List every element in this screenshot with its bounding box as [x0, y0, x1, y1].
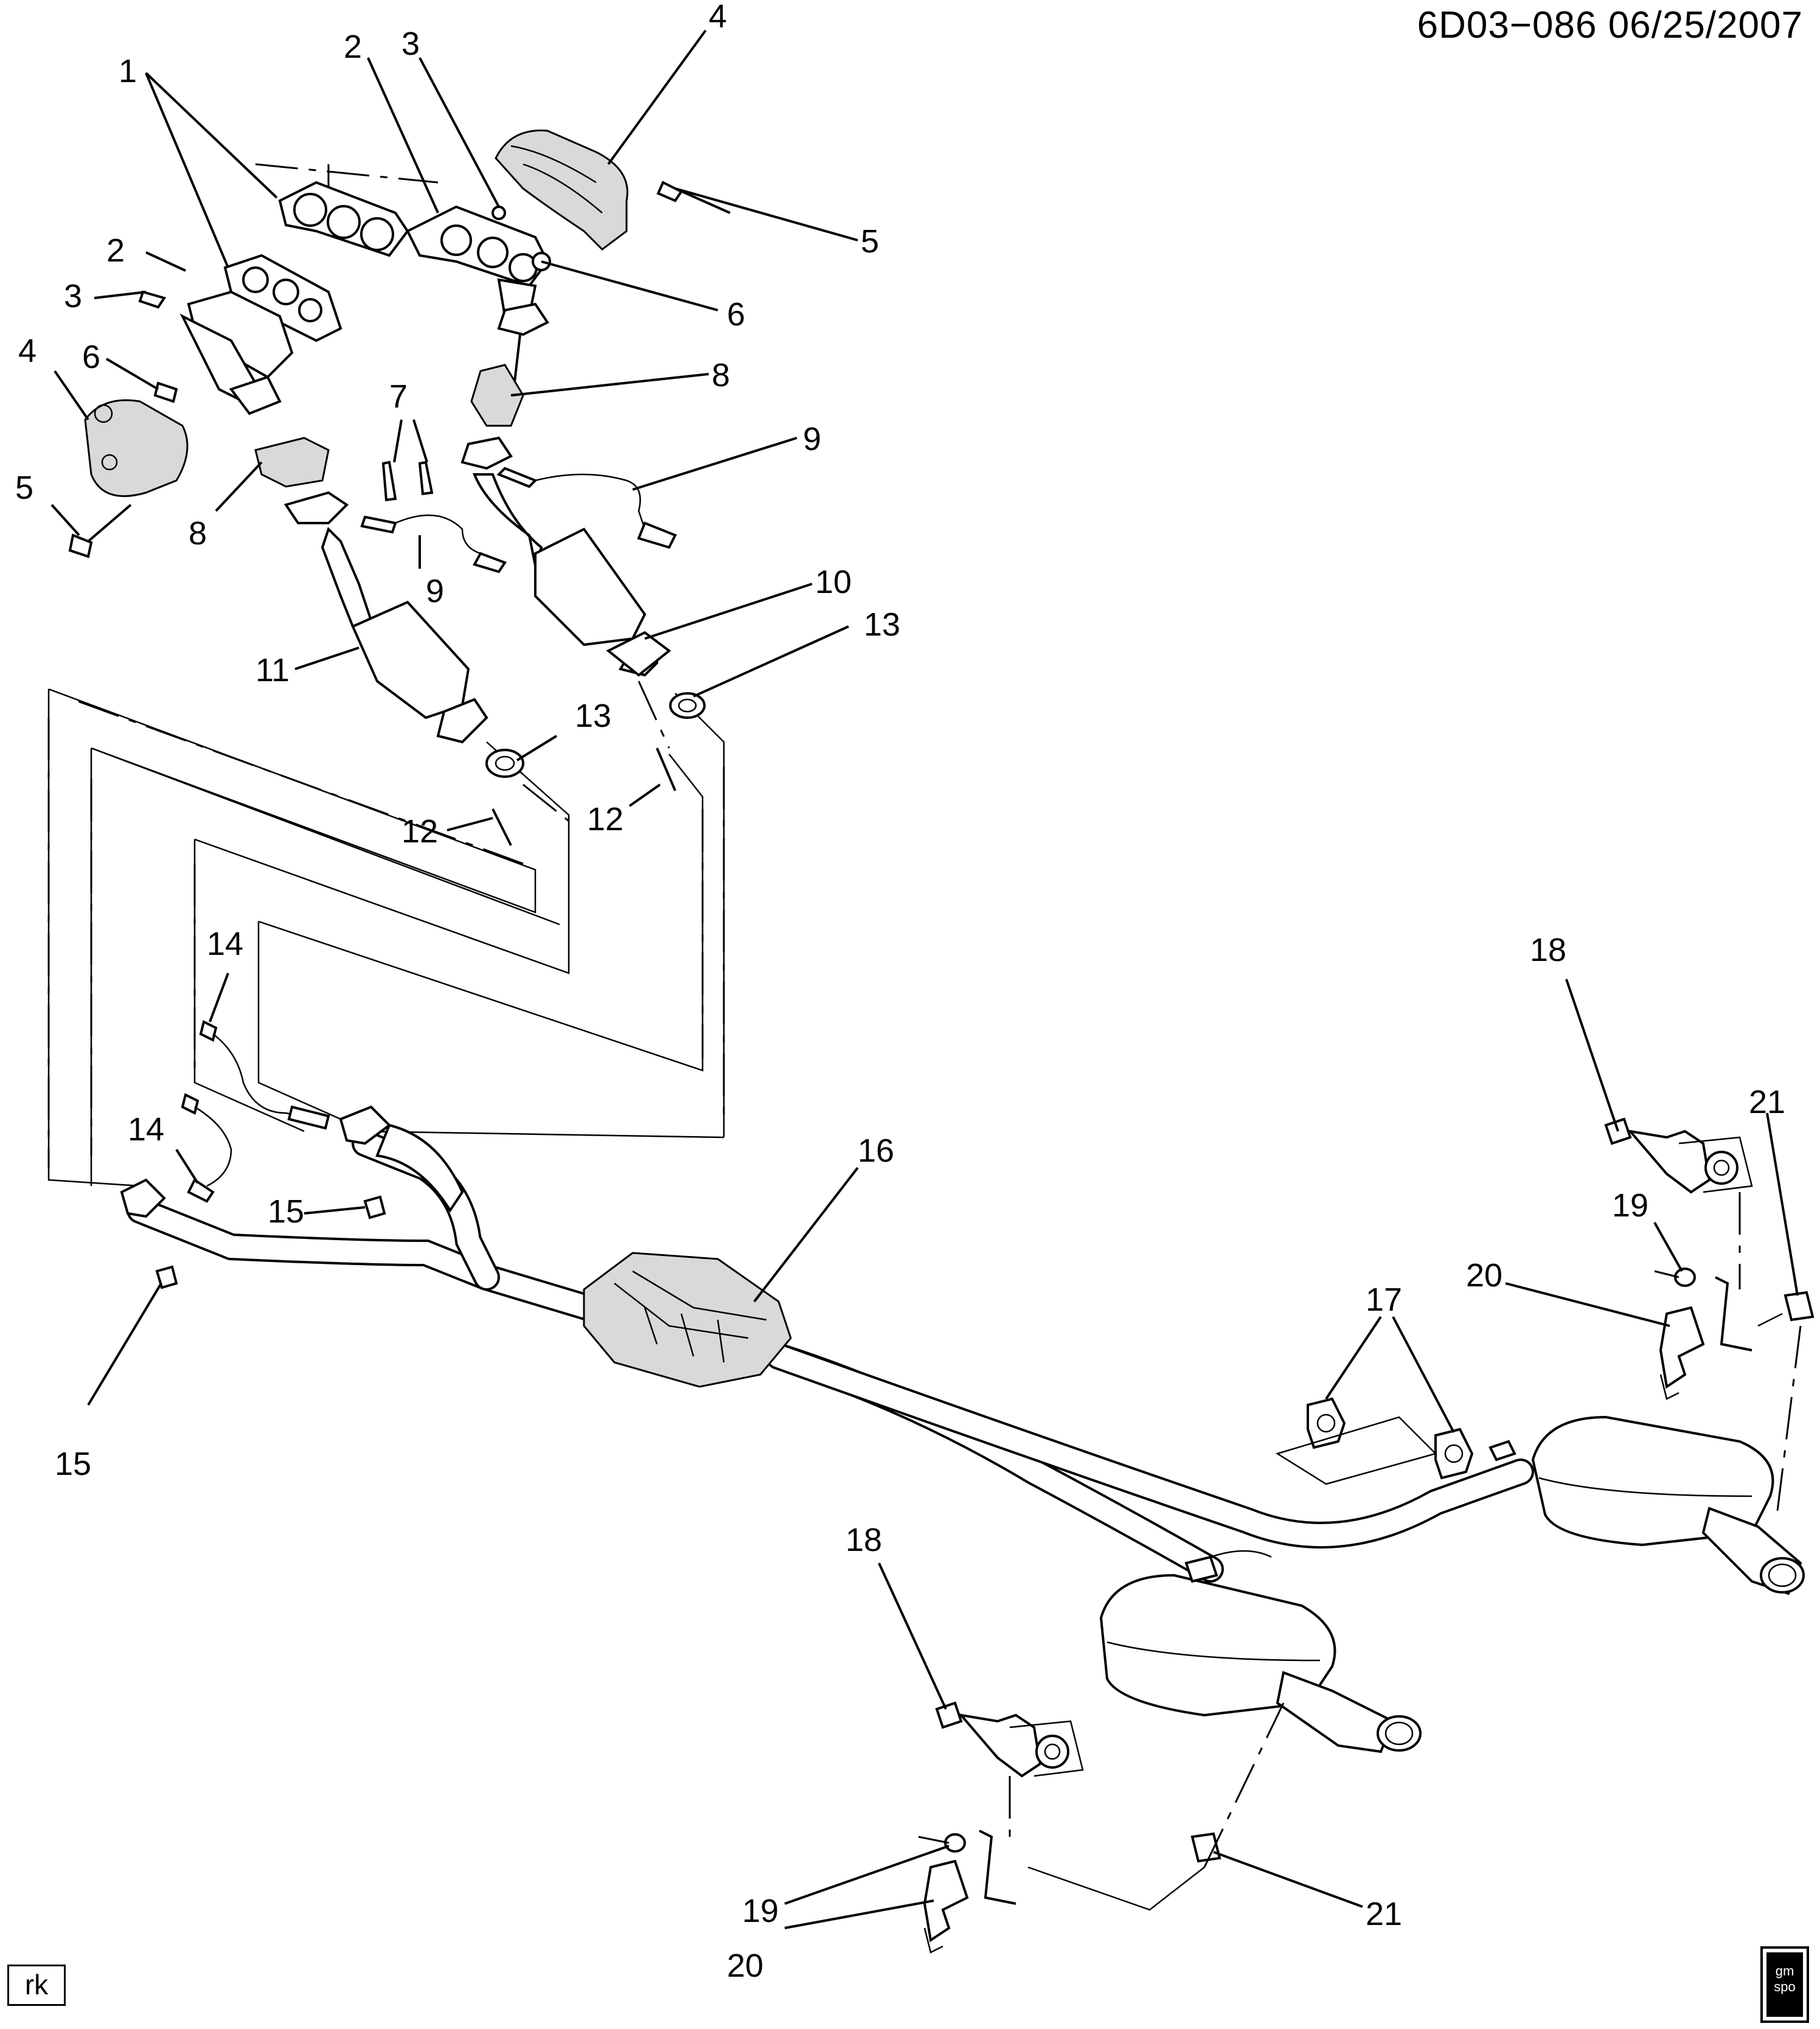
callout-5: 5	[861, 223, 879, 260]
hanger-link	[1210, 1550, 1272, 1558]
callout-4: 4	[709, 0, 727, 35]
exhaust-pipe-assembly	[127, 1130, 1534, 1583]
rubber-insulator-15	[155, 1195, 386, 1289]
bolt-small-left	[381, 460, 434, 502]
hanger-18-upper	[1604, 1117, 1753, 1194]
oxygen-sensor-right	[496, 466, 677, 549]
callout-19-upper: 19	[1612, 1187, 1648, 1224]
callout-2: 2	[344, 29, 362, 65]
callout-12: 12	[587, 801, 623, 838]
heat-shield-small-left	[254, 437, 330, 488]
bolt-left	[68, 504, 132, 558]
hanger-dash-lines	[918, 1192, 1802, 1911]
catalytic-converter-left	[321, 527, 488, 744]
flange-left	[283, 491, 349, 524]
oxygen-sensor-lower-1	[199, 1020, 330, 1130]
callout-8: 8	[712, 357, 730, 394]
bolt-icon	[656, 181, 731, 214]
callout-labels: 1 2 3 4 5 6 8 9 10 13 2 3 6 4 5 8 7 9 11…	[15, 0, 1785, 1984]
heat-shield-left	[84, 399, 189, 498]
callout-6: 6	[727, 296, 745, 333]
callout-20-upper: 20	[1466, 1257, 1502, 1294]
callout-1: 1	[119, 53, 137, 89]
callout-6-left: 6	[82, 339, 100, 375]
callout-19-lower: 19	[742, 1893, 779, 1929]
callout-21-upper: 21	[1749, 1084, 1785, 1120]
drafter-stamp: rk	[7, 1965, 66, 2006]
gasket-icon	[669, 692, 706, 719]
y-pipe-flanges	[120, 1105, 464, 1218]
oxygen-sensor-left	[360, 514, 507, 574]
routing-lines	[47, 163, 725, 1187]
callout-17: 17	[1366, 1282, 1402, 1318]
stud-left	[153, 381, 178, 403]
callout-5-left: 5	[15, 470, 33, 506]
hanger-17-right	[1434, 1427, 1474, 1480]
catalytic-converter-center	[583, 1252, 792, 1388]
hanger-17-left	[1307, 1397, 1346, 1449]
leader-lines	[50, 29, 1799, 1929]
callout-2-left: 2	[106, 232, 125, 269]
exhaust-manifold-left	[223, 254, 342, 342]
hanger-bolt-17	[1488, 1440, 1516, 1462]
logo-line-1: gm	[1775, 1963, 1794, 1979]
callout-4-left: 4	[18, 333, 36, 369]
callout-14-lower: 14	[128, 1111, 164, 1148]
nut-left	[138, 290, 167, 309]
callout-3-left: 3	[64, 278, 82, 314]
callout-15-upper: 15	[268, 1193, 304, 1230]
callout-12-left: 12	[401, 813, 438, 850]
callout-7: 7	[389, 378, 408, 415]
callout-18-lower: 18	[846, 1522, 882, 1558]
hanger-18-lower	[935, 1701, 1084, 1778]
oxygen-sensor-lower-2	[181, 1093, 232, 1203]
callout-10: 10	[815, 564, 852, 600]
bracket-20-lower	[923, 1830, 1016, 1954]
exhaust-manifold-gasket-right	[406, 205, 549, 317]
gm-spo-logo: gm spo	[1760, 1946, 1809, 2023]
muffler-left-hanger-pin	[1184, 1555, 1218, 1583]
isolator-21	[1190, 1291, 1815, 1863]
callout-18-upper: 18	[1530, 932, 1566, 968]
muffler-left	[1099, 1573, 1422, 1753]
callout-14-upper: 14	[207, 926, 243, 962]
stud-lower-left	[491, 808, 512, 846]
diagram-code: 6D03−086 06/25/2007	[1417, 4, 1803, 46]
stud-right	[656, 747, 676, 791]
callout-9: 9	[803, 421, 821, 457]
callout-13-left: 13	[575, 698, 611, 734]
callout-9-left: 9	[426, 573, 444, 609]
nut-icon	[491, 206, 506, 220]
exhaust-manifold-right	[278, 181, 409, 257]
heat-shield-right	[495, 130, 628, 251]
callout-15-lower: 15	[55, 1446, 91, 1482]
muffler-right	[1531, 1415, 1805, 1595]
hanger-17-plane	[1275, 1416, 1437, 1485]
callout-8-left: 8	[189, 515, 207, 552]
exhaust-manifold-gasket-left	[179, 290, 294, 415]
callout-3: 3	[401, 26, 420, 62]
bracket-20-upper	[1659, 1276, 1752, 1400]
heat-shield-small-right	[470, 364, 524, 427]
callout-21-lower: 21	[1366, 1896, 1402, 1932]
gasket-left	[485, 749, 524, 778]
catalytic-converter-right	[473, 473, 672, 677]
callout-16: 16	[858, 1132, 894, 1169]
callout-20-lower: 20	[727, 1947, 763, 1984]
callout-11: 11	[255, 652, 290, 688]
logo-line-2: spo	[1774, 1979, 1796, 1994]
callout-13: 13	[864, 606, 900, 643]
flange-right-lower	[460, 436, 513, 470]
